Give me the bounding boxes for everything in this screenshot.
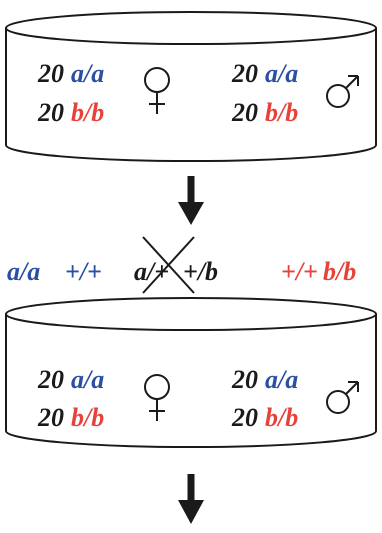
vial-2-male-count-b: 20 <box>231 403 258 432</box>
genotype-middle-b: +/b <box>183 257 218 286</box>
vial-2-male-count-a: 20 <box>231 365 258 394</box>
genotype-left-plus: +/+ <box>65 257 102 286</box>
vial-2-body <box>5 314 377 448</box>
vial-1-male-count-a: 20 <box>231 59 258 88</box>
vial-1-rim <box>5 11 377 45</box>
genotype-row: a/a +/+ a/+ +/b +/+ b/b <box>7 236 356 294</box>
female-icon <box>144 374 170 421</box>
vial-1: 20 a/a 20 b/b 20 a/a 20 b/b <box>5 11 377 162</box>
genotype-right-plus: +/+ <box>281 257 318 286</box>
vial-2-male-genotype-b: b/b <box>265 403 298 432</box>
male-icon <box>326 75 359 108</box>
vial-2: 20 a/a 20 b/b 20 a/a 20 b/b <box>5 297 377 448</box>
cross-out-icon <box>142 236 195 294</box>
vial-1-body <box>5 28 377 162</box>
vial-2-female-genotype-b: b/b <box>71 403 104 432</box>
vial-2-female-genotype-a: a/a <box>71 365 104 394</box>
vial-2-rim <box>5 297 377 331</box>
vial-2-female-count-a: 20 <box>37 365 64 394</box>
vial-2-female-count-b: 20 <box>37 403 64 432</box>
vial-1-male-genotype-a: a/a <box>265 59 298 88</box>
vial-1-female-genotype-a: a/a <box>71 59 104 88</box>
male-icon <box>326 381 359 414</box>
vial-1-male-count-b: 20 <box>231 98 258 127</box>
vial-1-female-count-b: 20 <box>37 98 64 127</box>
arrow-down-icon <box>178 474 204 524</box>
female-icon <box>144 67 170 114</box>
vial-1-male-genotype-b: b/b <box>265 98 298 127</box>
genotype-right-b: b/b <box>323 257 356 286</box>
arrow-down-icon <box>178 176 204 225</box>
vial-1-female-genotype-b: b/b <box>71 98 104 127</box>
vial-2-male-genotype-a: a/a <box>265 365 298 394</box>
vial-1-female-count-a: 20 <box>37 59 64 88</box>
genotype-left-a: a/a <box>7 257 40 286</box>
